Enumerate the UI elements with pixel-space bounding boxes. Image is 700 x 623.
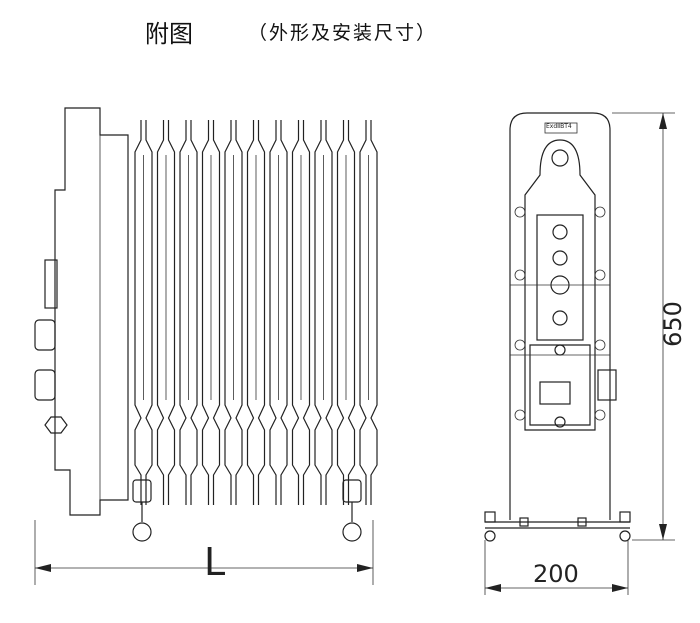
fin xyxy=(336,120,356,505)
dimension-label-200: 200 xyxy=(533,560,579,588)
front-view xyxy=(484,112,675,595)
nameplate xyxy=(544,122,578,134)
fin xyxy=(134,120,153,505)
fin xyxy=(359,120,378,505)
fin xyxy=(156,120,176,505)
base-stand xyxy=(485,521,630,529)
fin xyxy=(201,120,221,505)
fin xyxy=(291,120,311,505)
control-housing xyxy=(524,139,596,431)
nut-icon xyxy=(44,416,68,434)
gland xyxy=(34,369,56,401)
figure-title: 附图 xyxy=(145,20,193,48)
foot-left xyxy=(132,479,152,542)
fin xyxy=(269,120,288,505)
radiator-fins xyxy=(134,120,378,505)
gland xyxy=(44,259,58,309)
nameplate-text: ExdⅡBT4 xyxy=(546,123,572,130)
gland xyxy=(34,319,56,351)
side-view xyxy=(34,107,378,585)
foot-right xyxy=(342,479,362,542)
dimension-label-l: L xyxy=(204,540,226,584)
fin xyxy=(246,120,266,505)
fin xyxy=(224,120,243,505)
knob-icon xyxy=(552,310,568,326)
fin xyxy=(314,120,333,505)
dimension-label-650: 650 xyxy=(658,301,687,347)
control-box xyxy=(54,107,129,516)
front-panel xyxy=(509,112,611,520)
figure-subtitle: （外形及安装尺寸） xyxy=(248,22,438,44)
fin xyxy=(179,120,198,505)
